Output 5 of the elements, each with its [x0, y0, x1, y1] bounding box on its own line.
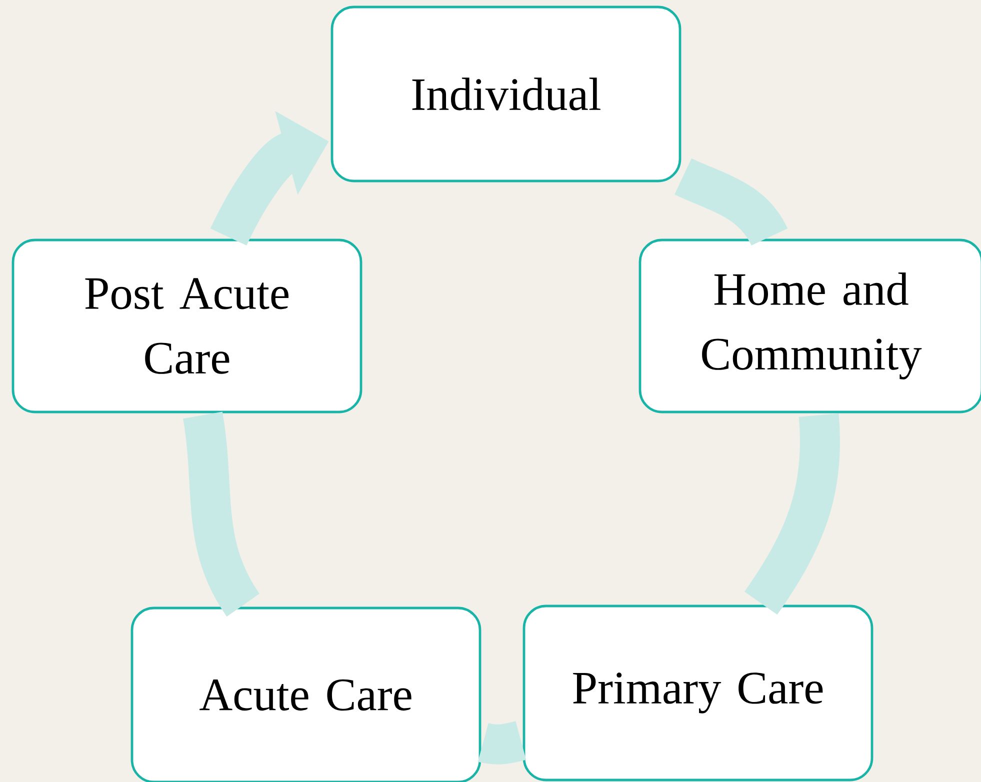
stage-box: Post Acute Care: [12, 238, 362, 414]
stage-box: Individual: [330, 6, 682, 182]
stage-box: Acute Care: [130, 606, 482, 782]
stage-box: Primary Care: [522, 604, 874, 782]
stage-box: Home and Community: [638, 238, 981, 414]
